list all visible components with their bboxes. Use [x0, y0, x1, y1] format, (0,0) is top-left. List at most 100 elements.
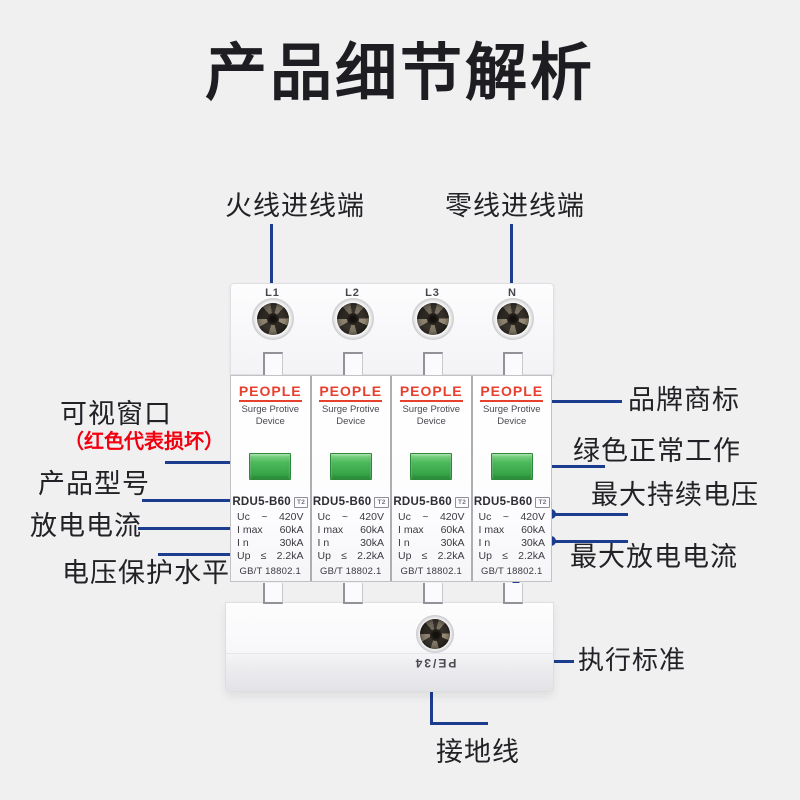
- spd-module: PEOPLE Surge Protive Device RDU5-B60 T2 …: [392, 376, 471, 581]
- module-brand-logo: PEOPLE: [238, 384, 302, 402]
- spec-key: Up: [398, 550, 412, 562]
- spec-row-uc: Uc ~ 420V: [479, 511, 546, 524]
- spec-value: 30kA: [279, 537, 304, 549]
- spec-key: Uc: [317, 511, 331, 523]
- din-clip: [263, 583, 283, 604]
- status-window-green: [490, 453, 533, 480]
- terminal: L2: [331, 284, 374, 374]
- terminal-screw-icon: [336, 303, 369, 335]
- spec-key: I max: [237, 524, 263, 536]
- spec-symbol: [504, 524, 521, 537]
- module-subtitle-line1: Surge Protive: [482, 404, 541, 415]
- spec-row-up: Up ≤ 2.2kA: [479, 550, 546, 563]
- label-neutral-wire-terminal: 零线进线端: [445, 191, 585, 221]
- module-subtitle: Surge Protive Device: [231, 404, 310, 427]
- spec-value: 60kA: [440, 524, 465, 536]
- spec-symbol: [249, 537, 280, 550]
- spec-key: Uc: [237, 511, 250, 523]
- terminal-screw-icon: [416, 303, 449, 335]
- spec-value: 60kA: [279, 524, 304, 536]
- spec-value: 420V: [278, 511, 304, 523]
- spec-key: Up: [317, 550, 331, 562]
- ground-screw-bezel: [416, 615, 454, 653]
- module-type-badge: T2: [374, 496, 389, 508]
- spec-row-imax: I max 60kA: [318, 524, 385, 537]
- label-discharge-current: 放电电流: [30, 511, 142, 541]
- module-model-row: RDU5-B60 T2: [312, 495, 391, 509]
- spec-key: Uc: [478, 511, 492, 523]
- label-green-normal-operation: 绿色正常工作: [573, 436, 741, 466]
- spec-key: Uc: [398, 511, 411, 523]
- spd-module: PEOPLE Surge Protive Device RDU5-B60 T2 …: [311, 376, 391, 581]
- spd-module: PEOPLE Surge Protive Device RDU5-B60 T2 …: [231, 376, 310, 581]
- spec-row-uc: Uc ~ 420V: [398, 511, 465, 524]
- spec-value: 420V: [359, 511, 384, 523]
- status-window-green: [410, 453, 453, 480]
- din-clip: [423, 352, 443, 375]
- spec-symbol: [263, 524, 280, 537]
- spec-symbol: [490, 537, 521, 550]
- ground-screw-icon: [420, 619, 450, 649]
- module-specs: Uc ~ 420V I max 60kA I n 30kA Up ≤: [479, 511, 546, 563]
- page-title: 产品细节解析: [204, 40, 595, 108]
- spec-key: I n: [478, 537, 491, 549]
- callout-line-live: [270, 224, 273, 322]
- module-subtitle-line2: Device: [255, 415, 285, 427]
- module-standard: GB/T 18802.1: [400, 566, 462, 577]
- terminal: N: [491, 284, 534, 374]
- terminal: L1: [251, 284, 294, 374]
- label-max-continuous-voltage: 最大持续电压: [591, 480, 759, 510]
- module-standard: GB/T 18802.1: [481, 566, 543, 577]
- callout-line-max-voltage: [550, 513, 628, 516]
- spec-key: I max: [398, 524, 424, 536]
- module-standard: GB/T 18802.1: [239, 566, 301, 577]
- spec-row-in: I n 30kA: [318, 537, 385, 550]
- spec-symbol: ~: [261, 511, 268, 523]
- terminal-screw-bezel: [251, 298, 294, 340]
- spec-row-in: I n 30kA: [237, 537, 304, 550]
- terminal-screw-bezel: [491, 298, 534, 340]
- spec-row-up: Up ≤ 2.2kA: [398, 550, 465, 563]
- spec-symbol: [424, 524, 441, 537]
- spec-value: 2.2kA: [357, 550, 384, 562]
- callout-line-model: [142, 499, 240, 502]
- terminal-screw-icon: [256, 303, 289, 335]
- spd-module: PEOPLE Surge Protive Device RDU5-B60 T2 …: [472, 376, 552, 581]
- status-window-green: [249, 453, 292, 480]
- module-model-row: RDU5-B60 T2: [473, 495, 552, 509]
- din-clip: [343, 583, 363, 604]
- spec-symbol: ~: [341, 511, 348, 523]
- spec-row-up: Up ≤ 2.2kA: [318, 550, 385, 563]
- module-model-row: RDU5-B60 T2: [392, 495, 471, 509]
- callout-line-protection-level: [158, 553, 260, 556]
- label-voltage-protection-level: 电压保护水平: [62, 558, 230, 588]
- spec-row-in: I n 30kA: [398, 537, 465, 550]
- spec-symbol: ≤: [502, 550, 508, 562]
- spec-symbol: ≤: [341, 550, 347, 562]
- terminal-screw-bezel: [331, 298, 374, 340]
- spec-value: 30kA: [360, 537, 384, 549]
- spec-symbol: ~: [422, 511, 429, 523]
- spec-row-in: I n 30kA: [479, 537, 546, 550]
- spec-symbol: ~: [502, 511, 509, 523]
- callout-line-max-discharge: [550, 540, 628, 543]
- module-specs: Uc ~ 420V I max 60kA I n 30kA Up ≤: [318, 511, 385, 563]
- spec-key: I max: [478, 524, 505, 536]
- spec-value: 2.2kA: [276, 550, 304, 562]
- terminal-screw-bezel: [411, 298, 454, 340]
- module-subtitle: Surge Protive Device: [392, 404, 471, 427]
- din-clip: [263, 352, 283, 375]
- module-standard: GB/T 18802.1: [320, 566, 382, 577]
- din-clip: [423, 583, 443, 604]
- din-clip: [503, 352, 523, 375]
- terminal-label: L3: [425, 287, 440, 299]
- spec-value: 2.2kA: [437, 550, 465, 562]
- callout-line-neutral: [510, 224, 513, 318]
- terminal: L3: [411, 284, 454, 374]
- spec-value: 420V: [520, 511, 545, 523]
- spec-row-uc: Uc ~ 420V: [237, 511, 304, 524]
- spec-value: 60kA: [360, 524, 384, 536]
- module-subtitle-line2: Device: [336, 415, 366, 427]
- spec-row-uc: Uc ~ 420V: [318, 511, 385, 524]
